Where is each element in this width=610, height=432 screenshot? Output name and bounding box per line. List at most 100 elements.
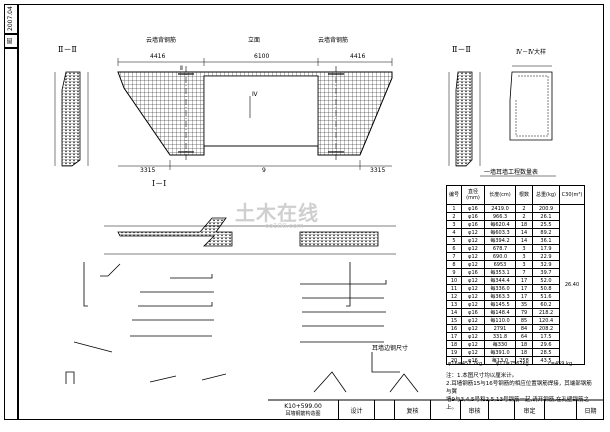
table-cell: 每344.4 [484,276,516,285]
table-cell: 32.9 [532,260,560,269]
watermark: 土木在线 [235,201,319,225]
table-cell: φ12 [461,276,485,285]
table-cell: 35 [515,300,533,309]
table-cell: 39.7 [532,268,560,277]
dim-top-mid: 6100 [254,53,270,60]
table-cell: 每145.5 [484,300,516,309]
table-cell: 7 [446,252,462,261]
table-cell: 10 [446,276,462,285]
table-cell: 60.2 [532,300,560,309]
table-cell: φ16 [461,220,485,229]
blank-cell [544,400,576,420]
title-block: K10+599.00 耳墙钢筋构造图 设计 复核 审核 审定 日期 [268,400,604,420]
table-cell: 29.6 [532,340,560,349]
label-section-iv: Ⅳ－Ⅳ大样 [516,49,546,56]
drawing-number: K10+599.00 [284,403,322,410]
table-header: 直径(mm) [461,185,485,205]
mark-iv: Ⅳ [252,91,258,98]
note-line: 注：1.本图尺寸均以厘米计。 [446,373,518,379]
dim-top-right: 4416 [350,53,366,60]
date-cell: 日期 [576,400,604,420]
label-elevation: 立面 [248,37,261,44]
table-cell: 85 [515,316,533,325]
table-cell: 50.8 [532,284,560,293]
table-cell: 7 [515,268,533,277]
title-cell: K10+599.00 耳墙钢筋构造图 [268,400,338,420]
section-ii-right [448,71,481,167]
table-cell: 8 [446,260,462,269]
table-cell: 200.9 [532,204,560,213]
table-cell: 25.5 [532,220,560,229]
table-cell: φ12 [461,244,485,253]
table-cell: 18 [446,340,462,349]
notes: 注：1.本图尺寸均以厘米计。 2.耳墙钢筋15与16号钢筋的相应位置钢筋焊接，其… [446,372,596,412]
table-cell: 17 [515,276,533,285]
section-iv-detail [509,65,553,141]
table-cell: 4 [446,228,462,237]
table-cell: 43.5 [532,356,560,365]
table-cell: 3 [515,244,533,253]
section-i [104,217,396,255]
table-cell: 每330 [484,340,516,349]
table-cell: 每336.0 [484,284,516,293]
table-cell: 每110.0 [484,316,516,325]
drawing-frame [18,4,604,420]
table-cell: 120.4 [532,316,560,325]
table-cell: 14 [446,308,462,317]
table-cell: 26.1 [532,212,560,221]
table-header: 长度(cm) [484,185,516,205]
table-cell: 966.3 [484,212,516,221]
label-left-rebar: 云墙背钢筋 [146,37,177,44]
table-cell: 每391.0 [484,348,516,357]
table-cell: 6953 [484,260,516,269]
rebar-shapes [65,262,419,393]
table-cell: φ12 [461,260,485,269]
table-cell: 17.5 [532,332,560,341]
table-cell: 51.6 [532,292,560,301]
table-cell: φ12 [461,252,485,261]
section-ii-left [54,71,89,167]
table-cell: φ12 [461,316,485,325]
review-cell: 复核 [394,400,430,420]
table-cell: 18 [515,340,533,349]
table-cell: 17 [515,292,533,301]
table-cell: 28.5 [532,348,560,357]
table-cell: 16 [446,324,462,333]
table-cell: 3 [515,252,533,261]
table-cell: 14 [515,236,533,245]
table-header: 根数 [515,185,533,205]
table-cell: φ12 [461,332,485,341]
table-cell: φ12 [461,284,485,293]
note-line: 2.耳墙钢筋15与16号钢筋的相应位置钢筋焊接，其端部钢筋与翼 [446,381,592,395]
table-cell: 12 [446,292,462,301]
table-cell: 14 [515,228,533,237]
table-cell: 218.2 [532,308,560,317]
table-cell: 15 [446,316,462,325]
drawing-name: 耳墙钢筋构造图 [285,411,321,417]
mark-i-top: Ⅱ [180,65,183,72]
dim-bottom-left: 3315 [140,167,156,174]
table-cell: 每620.4 [484,220,516,229]
table-cell: 17 [446,332,462,341]
table-cell: 11 [446,284,462,293]
total-phi16: φ16=452.7kg [448,361,483,367]
label-ear-wall-dims: 耳墙边钢尺寸 [372,345,409,352]
label-section-i: Ⅰ－Ⅰ [152,179,167,188]
table-cell: 2 [446,212,462,221]
table-cell: φ12 [461,228,485,237]
table-cell: φ16 [461,204,485,213]
table-cell: 690.0 [484,252,516,261]
table-header: 编号 [446,185,462,205]
total-c: c=459 kg [548,361,573,367]
table-cell: 2419.0 [484,204,516,213]
